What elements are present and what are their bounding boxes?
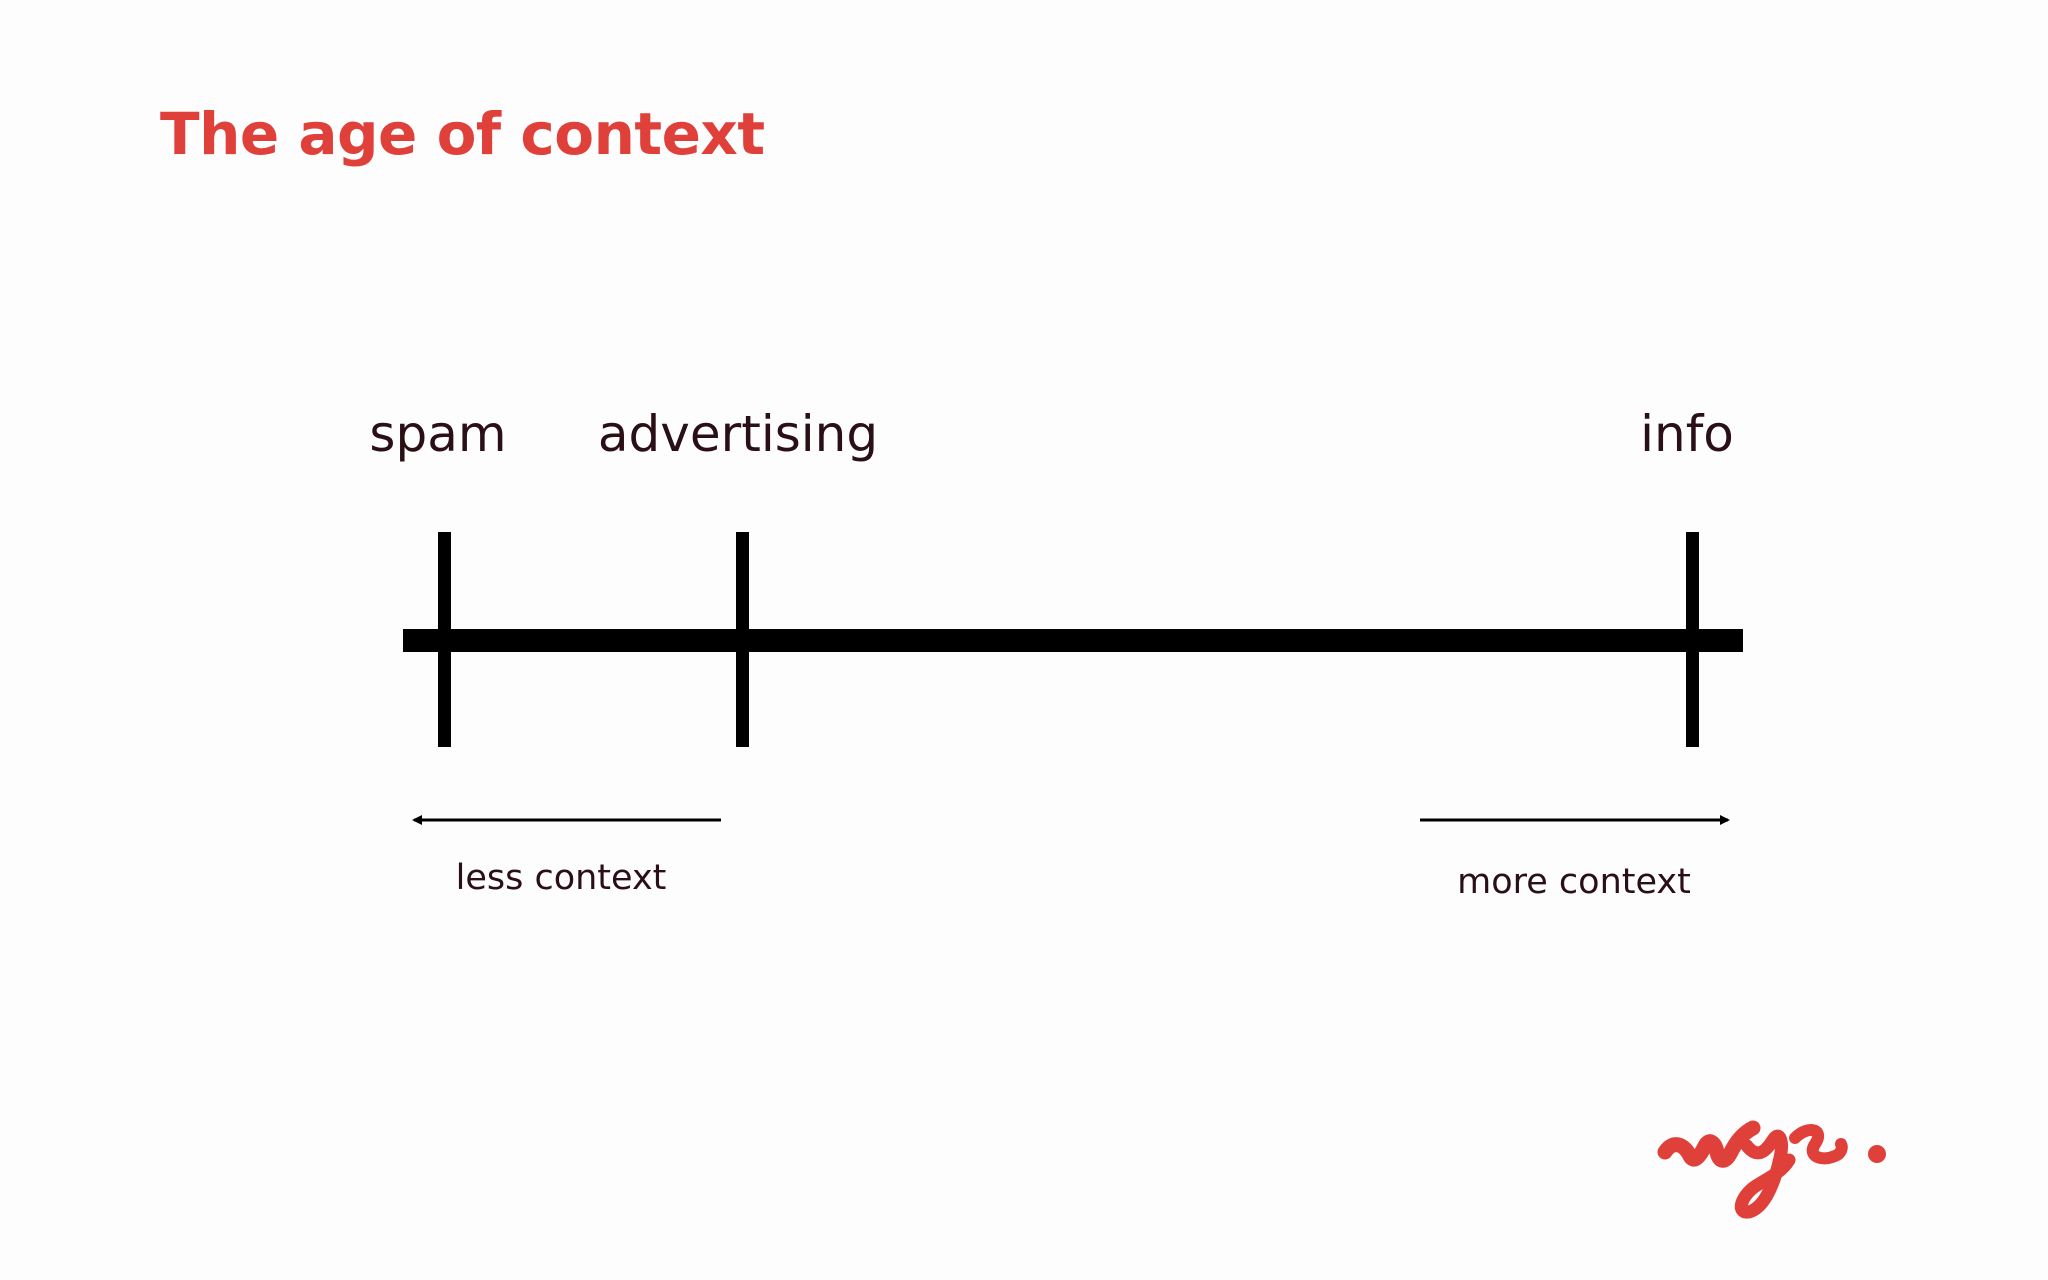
wys-logo-icon: [1657, 1120, 1886, 1219]
tick-advertising: [736, 532, 749, 747]
tick-spam: [438, 532, 451, 747]
less-context-label: less context: [455, 858, 667, 898]
scale-line: [403, 629, 1743, 652]
slide-title: The age of context: [160, 100, 765, 168]
label-spam: spam: [369, 405, 507, 463]
label-advertising: advertising: [597, 405, 879, 463]
more-context-label: more context: [1457, 862, 1691, 902]
label-info: info: [1640, 405, 1734, 463]
tick-info: [1686, 532, 1699, 747]
